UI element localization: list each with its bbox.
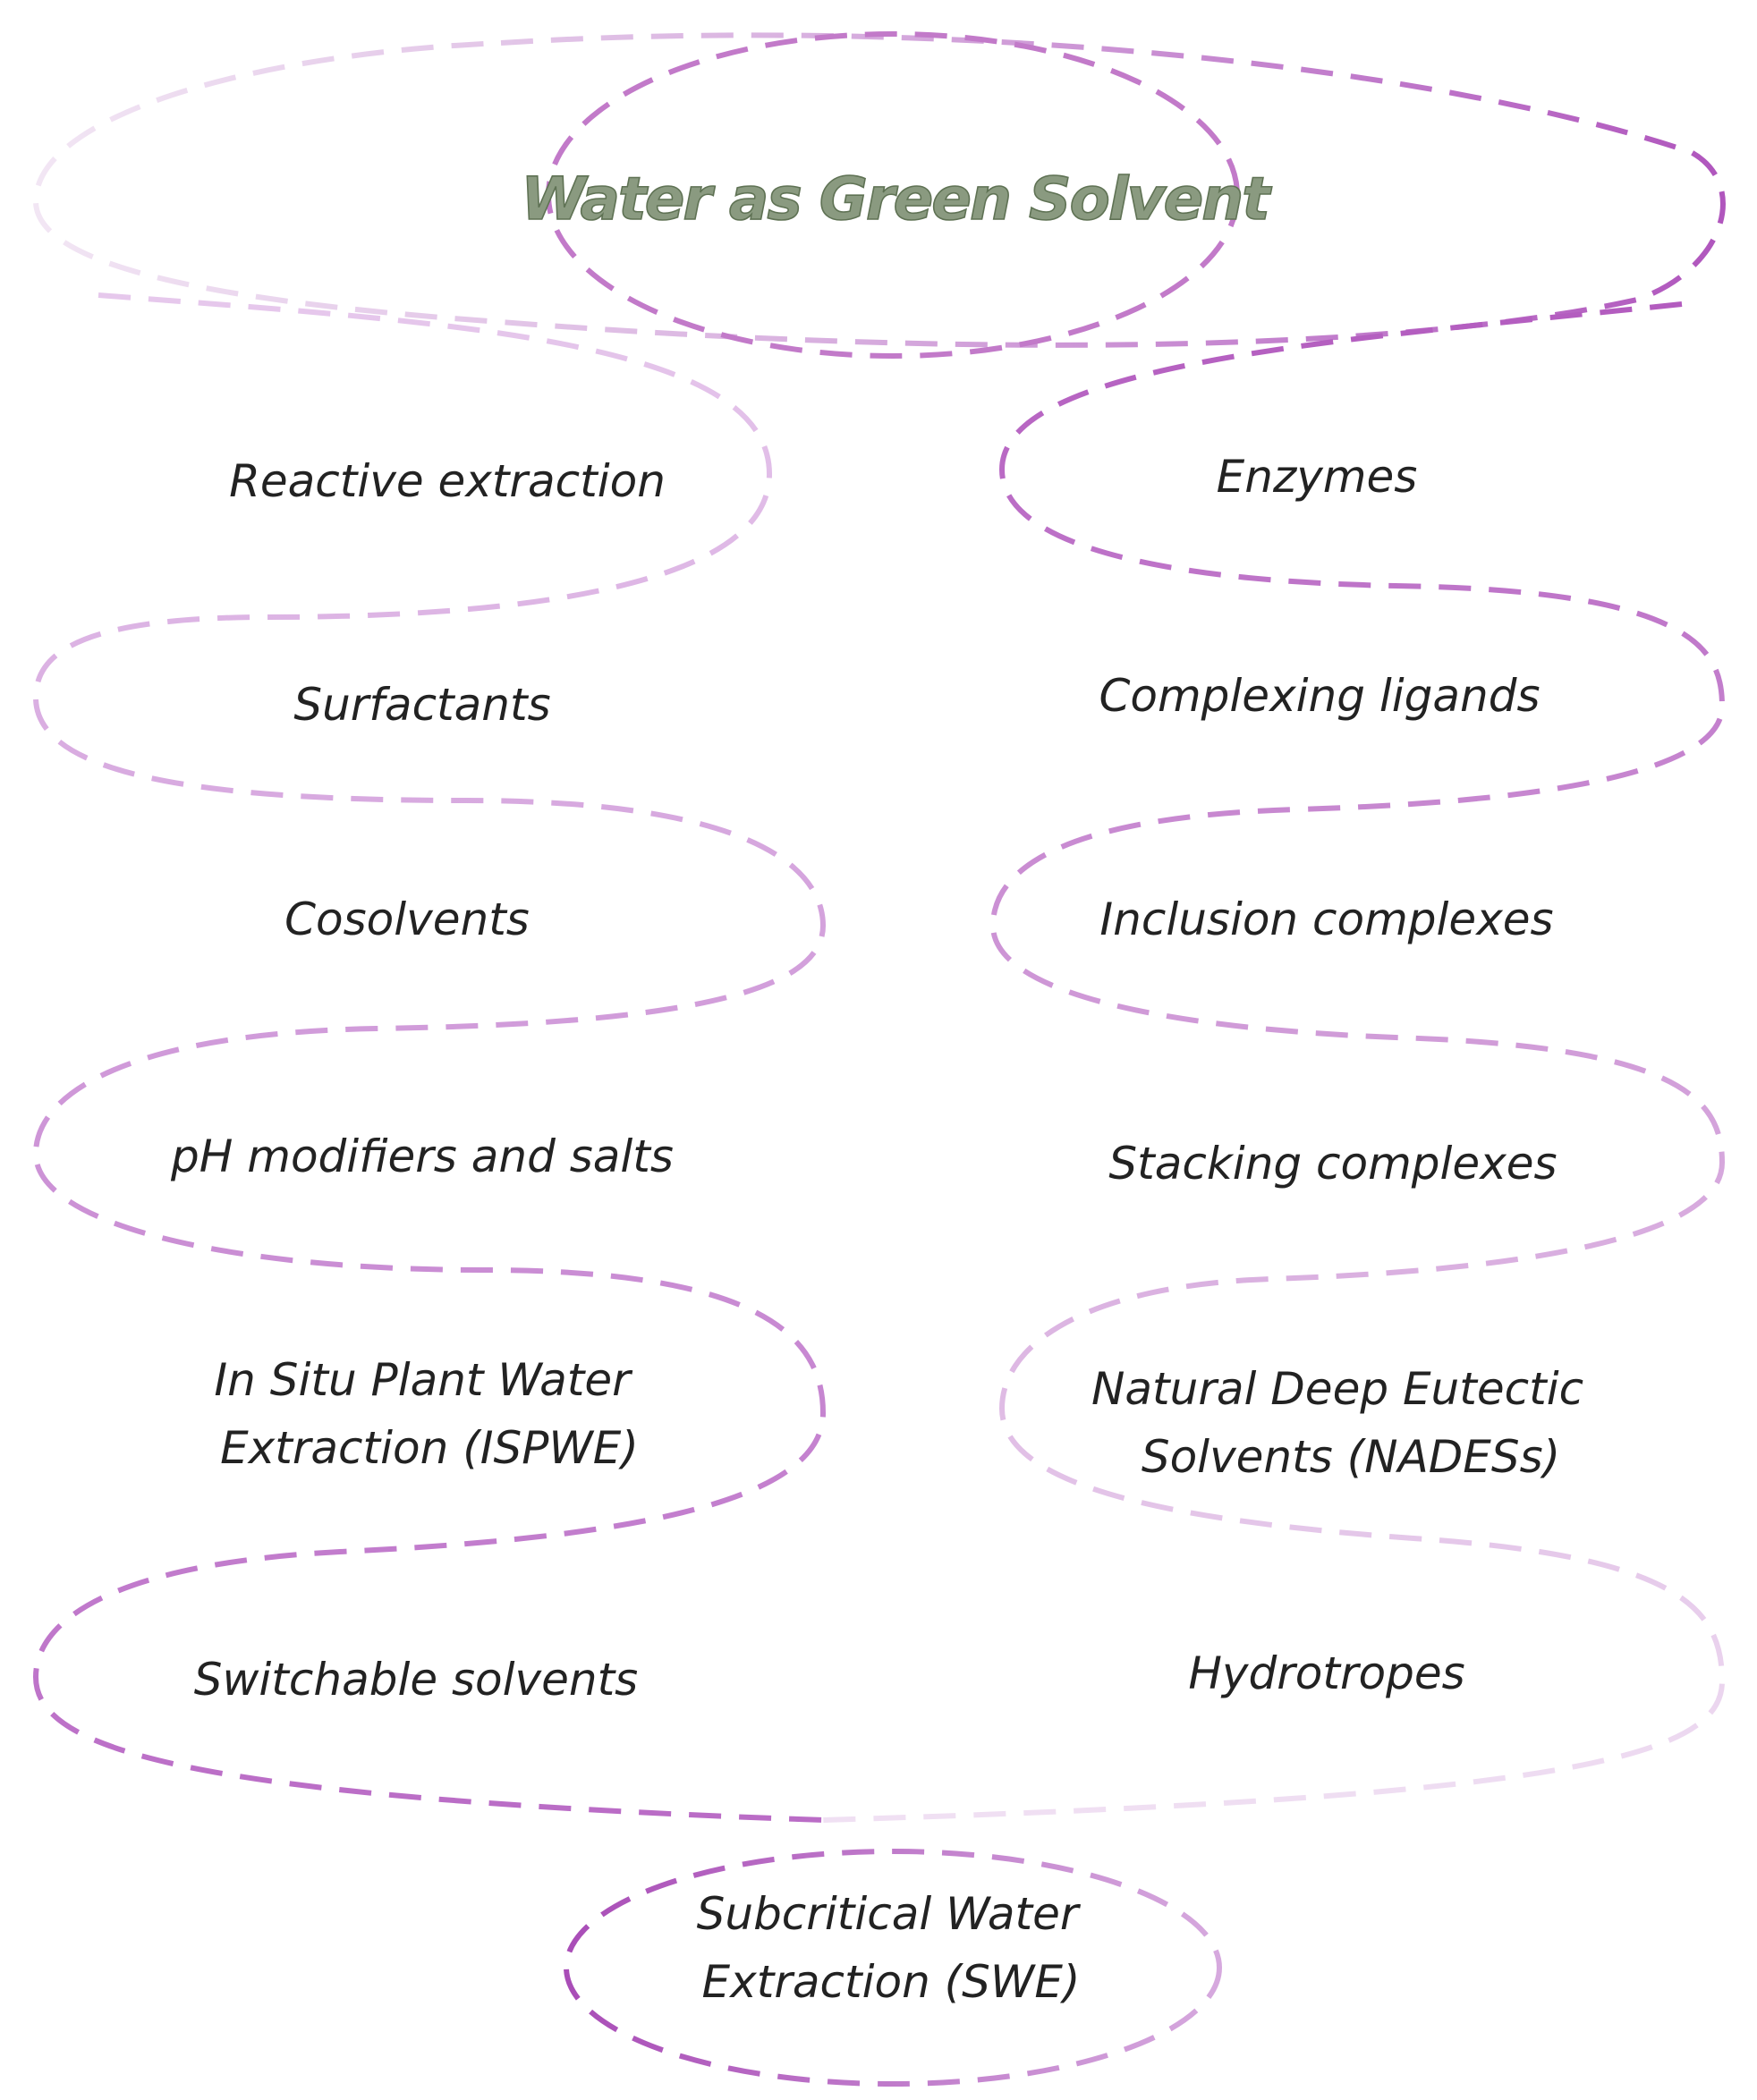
label-swe: Subcritical Water Extraction (SWE)	[697, 1888, 1093, 2008]
label-complexing-ligands: Complexing ligands	[1099, 670, 1540, 722]
label-nadess: Natural Deep Eutectic Solvents (NADESs)	[1091, 1363, 1598, 1483]
label-inclusion-complexes: Inclusion complexes	[1099, 893, 1553, 945]
diagram-title: Water as Green Solvent	[521, 165, 1272, 233]
right-loop-chain	[822, 301, 1726, 1823]
label-cosolvents: Cosolvents	[284, 893, 530, 945]
left-loop-chain	[32, 292, 827, 1823]
label-ispwe: In Situ Plant Water Extraction (ISPWE)	[214, 1354, 644, 1474]
title-ellipse	[546, 31, 1240, 359]
label-stacking-complexes: Stacking complexes	[1108, 1138, 1557, 1190]
label-enzymes: Enzymes	[1217, 451, 1418, 503]
label-surfactants: Surfactants	[293, 679, 550, 731]
label-reactive-extraction: Reactive extraction	[229, 455, 666, 507]
label-switchable-solvents: Switchable solvents	[194, 1654, 638, 1706]
label-hydrotropes: Hydrotropes	[1188, 1647, 1464, 1699]
bottom-ellipse	[564, 1849, 1222, 2087]
top-banner-loop	[32, 32, 1726, 348]
label-ph-modifiers-and-salts: pH modifiers and salts	[170, 1130, 674, 1182]
